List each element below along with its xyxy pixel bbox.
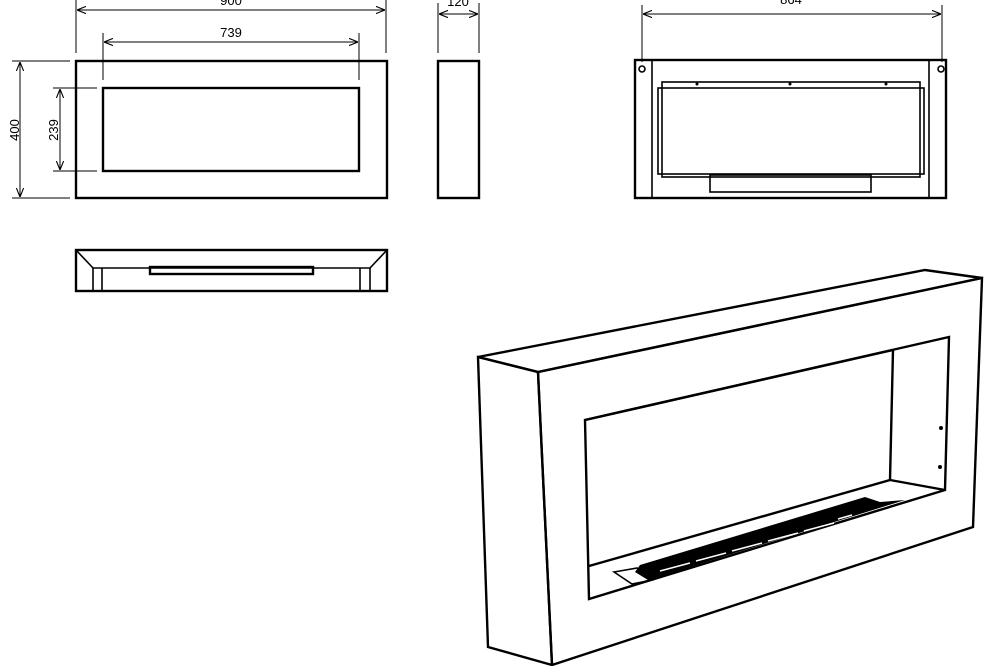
rear-view: 864	[633, 0, 948, 200]
dimension-label-239: 239	[46, 119, 61, 141]
burner-outline	[148, 265, 315, 276]
mount-hole-icon	[638, 65, 646, 73]
burner-lid	[611, 567, 654, 585]
dimension-overall-height: 400	[7, 60, 70, 199]
bottom-view	[74, 248, 389, 293]
dimension-label-400: 400	[7, 119, 22, 141]
side-view: 120	[436, 0, 481, 200]
screw-icon	[884, 82, 888, 86]
dimension-label-900: 900	[220, 0, 242, 8]
isometric-view	[476, 268, 984, 666]
dimension-opening-height: 239	[46, 87, 97, 172]
dimension-label-739: 739	[220, 25, 242, 40]
dimension-overall-width: 900	[75, 0, 387, 53]
front-face	[536, 276, 984, 666]
dimension-label-864: 864	[780, 0, 802, 7]
screw-icon	[939, 426, 943, 430]
front-outer-frame	[74, 59, 389, 200]
top-face	[477, 268, 983, 374]
screw-icon	[695, 82, 699, 86]
front-opening	[583, 335, 951, 601]
front-view: 900 739 400 239	[7, 0, 389, 200]
dimension-opening-width: 739	[102, 25, 360, 80]
screw-icon	[938, 465, 942, 469]
front-opening	[101, 86, 361, 173]
dimension-label-120: 120	[447, 0, 469, 9]
left-side-face	[476, 355, 554, 666]
screw-icon	[788, 82, 792, 86]
side-outline	[436, 59, 481, 200]
mount-hole-icon	[937, 65, 945, 73]
